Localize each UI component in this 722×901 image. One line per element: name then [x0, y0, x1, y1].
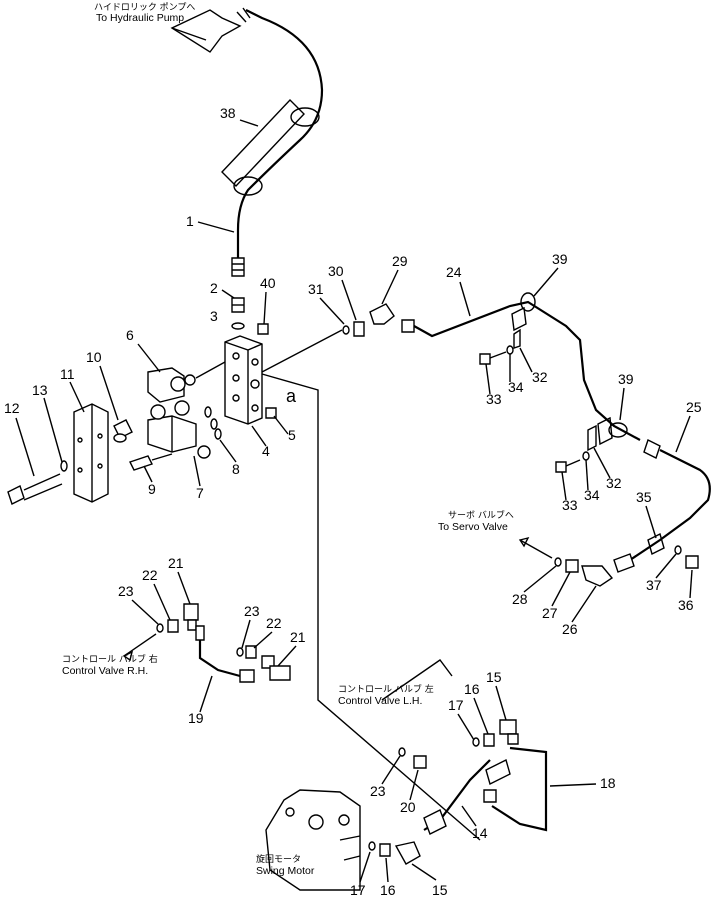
part-label: 33 — [486, 391, 502, 407]
swing-motor-caption-en: Swing Motor — [256, 865, 315, 877]
clamp-39-lower — [597, 416, 628, 446]
part-label: 21 — [290, 629, 306, 645]
bolt-9 — [129, 453, 173, 471]
cv-lh-group — [368, 659, 548, 865]
part-label: 19 — [188, 710, 204, 726]
control-valve-rh-caption-en: Control Valve R.H. — [62, 665, 148, 677]
part-label: 17 — [350, 882, 366, 898]
control-valve-lh-caption-en: Control Valve L.H. — [338, 695, 422, 707]
hydraulic-pump-caption-en: To Hydraulic Pump — [96, 12, 184, 24]
part-labels: 38 1 2 40 3 6 10 11 13 12 5 4 8 7 9 30 3… — [4, 105, 702, 898]
hydraulic-pump-caption-jp: ハイドロリック ポンプへ — [94, 2, 195, 13]
part-label: 23 — [118, 583, 134, 599]
part-label: 3 — [210, 308, 218, 324]
solenoid-valve-7 — [147, 400, 211, 459]
part-label: 26 — [562, 621, 578, 637]
clamp-39-upper — [511, 292, 536, 332]
part-label: 5 — [288, 427, 296, 443]
part-label: 23 — [370, 783, 386, 799]
part-label: 4 — [262, 443, 270, 459]
bolt-36 — [674, 545, 699, 569]
bracket-11 — [73, 403, 109, 503]
part-label: 23 — [244, 603, 260, 619]
control-valve-rh-caption-jp: コントロール バルブ 右 — [62, 653, 158, 665]
bolt-33-upper — [479, 328, 521, 365]
part-label: 18 — [600, 775, 616, 791]
part-label: 31 — [308, 281, 324, 297]
part-label: 29 — [392, 253, 408, 269]
fitting-2 — [231, 297, 245, 330]
ref-letter: a — [286, 386, 297, 406]
part-label: 40 — [260, 275, 276, 291]
hose-to-pump — [231, 7, 324, 277]
part-label: 27 — [542, 605, 558, 621]
part-label: 17 — [448, 697, 464, 713]
leader-a — [261, 373, 481, 841]
part-label: 34 — [584, 487, 600, 503]
part-label: 16 — [380, 882, 396, 898]
part-label: 1 — [186, 213, 194, 229]
solenoid-valve-6 — [147, 361, 226, 403]
part-label: 37 — [646, 577, 662, 593]
part-label: 7 — [196, 485, 204, 501]
part-label: 34 — [508, 379, 524, 395]
hose-25 — [613, 439, 711, 573]
part-label: 10 — [86, 349, 102, 365]
part-label: 9 — [148, 481, 156, 497]
part-label: 30 — [328, 263, 344, 279]
part-label: 15 — [432, 882, 448, 898]
swing-motor — [265, 789, 361, 891]
part-label: 32 — [606, 475, 622, 491]
part-label: 21 — [168, 555, 184, 571]
part-label: 11 — [60, 366, 75, 382]
servo-valve-caption-jp: サーボ バルブへ — [448, 509, 514, 521]
part-label: 20 — [400, 799, 416, 815]
part-label: 16 — [464, 681, 480, 697]
part-label: 22 — [266, 615, 282, 631]
spacer-10 — [113, 419, 133, 443]
control-valve-lh-caption-jp: コントロール バルブ 左 — [338, 683, 434, 695]
part-label: 38 — [220, 105, 236, 121]
part-label: 22 — [142, 567, 158, 583]
part-label: 32 — [532, 369, 548, 385]
part-label: 15 — [486, 669, 502, 685]
part-label: 39 — [552, 251, 568, 267]
servo-valve-caption-en: To Servo Valve — [438, 521, 508, 533]
bolt-33-lower — [555, 424, 597, 473]
part-label: 12 — [4, 400, 20, 416]
part-label: 8 — [232, 461, 240, 477]
elbow-26 — [554, 557, 614, 587]
swing-motor-caption-jp: 旋回モータ — [256, 853, 301, 865]
hose-clamps — [221, 98, 320, 196]
captions: ハイドロリック ポンプへ To Hydraulic Pump サーボ バルブへ … — [62, 2, 514, 877]
part-label: 2 — [210, 280, 218, 296]
pump-arrow-icon — [170, 9, 242, 53]
part-label: 14 — [472, 825, 488, 841]
part-label: 13 — [32, 382, 48, 398]
part-label: 33 — [562, 497, 578, 513]
bolt-12 — [7, 460, 68, 505]
part-label: 39 — [618, 371, 634, 387]
tube-24 — [342, 300, 641, 441]
part-label: 6 — [126, 327, 134, 343]
seal-8 — [204, 406, 222, 440]
part-label: 35 — [636, 489, 652, 505]
cv-rh-group — [122, 603, 291, 683]
leader-31 — [261, 329, 343, 373]
servo-arrow-icon — [518, 536, 553, 559]
part-label: 25 — [686, 399, 702, 415]
part-label: 24 — [446, 264, 462, 280]
part-label: 28 — [512, 591, 528, 607]
valve-block — [224, 335, 263, 425]
plug-40 — [257, 323, 269, 335]
part-label: 36 — [678, 597, 694, 613]
